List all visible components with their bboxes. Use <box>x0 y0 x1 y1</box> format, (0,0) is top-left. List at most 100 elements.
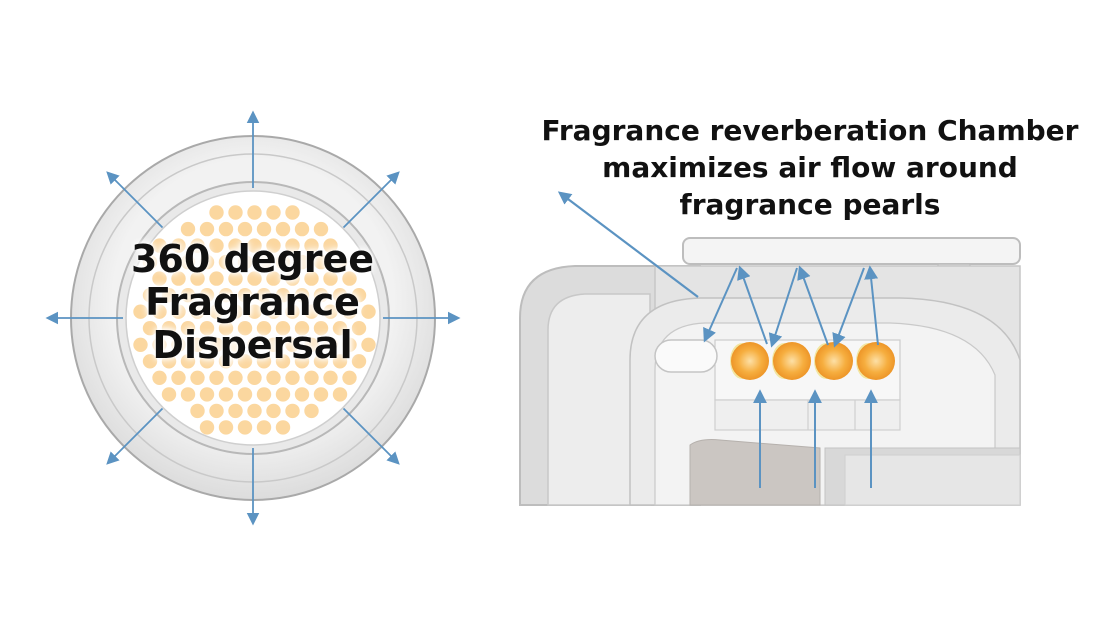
pearl-dot <box>294 354 310 369</box>
pearl-dot <box>209 205 224 220</box>
pearl-dot <box>323 238 338 253</box>
pearl-dot <box>161 354 177 369</box>
pearl-dot <box>218 387 234 402</box>
pearl-dot <box>275 321 291 336</box>
pearl-dot <box>323 271 338 286</box>
pearl-dot <box>304 370 319 385</box>
pearl-dot <box>285 370 300 385</box>
pearl-dot <box>171 337 186 352</box>
pearl-dot <box>247 304 262 319</box>
pearl-dot <box>133 337 148 352</box>
base-block <box>689 439 821 506</box>
pearl-dot <box>171 304 186 319</box>
pearl-dot <box>237 387 253 402</box>
pearl-dot <box>342 271 357 286</box>
pearl-dot <box>275 288 291 303</box>
pearl-dot <box>247 271 262 286</box>
pearl-dot <box>161 288 177 303</box>
pearl-dot <box>237 321 253 336</box>
pearl-dot <box>199 254 215 270</box>
pearl-dot <box>152 304 167 319</box>
pearl-dot <box>237 288 253 303</box>
pearl-dot <box>332 387 348 402</box>
pearl-dot <box>180 254 196 270</box>
chamber-caption-line-3: fragrance pearls <box>679 188 941 221</box>
pearl-dot <box>323 304 338 319</box>
pearl-dot <box>256 321 272 336</box>
pearl-dot <box>247 337 262 352</box>
pearl-dot <box>351 321 367 336</box>
fragrance-pearl <box>857 342 895 380</box>
pearl-dot <box>332 254 348 270</box>
pearl-dot <box>304 304 319 319</box>
pearl-dot <box>266 403 281 419</box>
airflow-arrows <box>557 191 879 488</box>
radial-arrow-down-right <box>342 407 400 465</box>
pearl-dot <box>218 288 234 303</box>
radial-arrow-up-right <box>342 171 400 229</box>
pearl-dot <box>294 387 310 402</box>
pearl-dot <box>304 337 319 352</box>
pearl-dot <box>190 370 205 385</box>
pearl-dot <box>180 387 196 402</box>
pearl-dot <box>209 271 224 286</box>
pearl-dot <box>180 354 196 369</box>
pearl-dot <box>190 337 205 352</box>
pearl-dot <box>342 337 357 352</box>
pearl-dot <box>275 221 291 237</box>
reverb-arrow-1 <box>703 267 738 343</box>
pearl-dot <box>171 271 186 286</box>
pearl-dot <box>313 321 329 336</box>
pearl-dot <box>209 337 224 352</box>
pearl-dot <box>266 271 281 286</box>
pearl-dot <box>294 254 310 270</box>
pearl-dot <box>323 370 338 385</box>
pearl-dot <box>285 337 300 352</box>
pearl-dot <box>142 321 158 336</box>
pearl-dot <box>218 420 234 435</box>
radial-dispersal-arrows <box>45 110 461 526</box>
pearl-dot <box>190 271 205 286</box>
pearl-dot <box>199 221 215 237</box>
radial-arrow-up-left <box>106 171 164 229</box>
pearl-dot <box>199 321 215 336</box>
pearl-dot <box>228 238 243 253</box>
reverb-arrow-2 <box>737 265 768 345</box>
pearl-dot <box>266 370 281 385</box>
pearl-dot <box>161 387 177 402</box>
pearl-dot <box>332 354 348 369</box>
housing-inner-wall <box>547 293 651 506</box>
reverb-arrow-6 <box>864 265 879 346</box>
base-plate-slot <box>844 454 1021 506</box>
pearl-dot <box>266 304 281 319</box>
chamber-caption: Fragrance reverberation Chamber maximize… <box>540 112 1080 223</box>
pearl-dot <box>228 205 243 220</box>
pearl-dot <box>313 254 329 270</box>
pearl-dot <box>218 254 234 270</box>
pearl-dot <box>161 321 177 336</box>
pearl-dot <box>171 238 186 253</box>
pearl-dot <box>304 238 319 253</box>
pearl-dot <box>332 288 348 303</box>
pearl-dot <box>190 238 205 253</box>
pearl-dot <box>142 354 158 369</box>
pearl-dot <box>209 304 224 319</box>
pearl-dot <box>180 288 196 303</box>
pearl-dot <box>209 403 224 419</box>
pearl-dot <box>199 387 215 402</box>
fragrance-pearl <box>815 342 853 380</box>
pearl-dot <box>180 221 196 237</box>
pearl-dot <box>294 221 310 237</box>
pearl-dot <box>152 370 167 385</box>
pearl-dot <box>142 288 158 303</box>
pearl-dot <box>237 221 253 237</box>
pearl-dot <box>285 304 300 319</box>
pearl-dot <box>228 403 243 419</box>
fragrance-pearls <box>730 342 895 380</box>
pearl-dot <box>323 337 338 352</box>
pearl-dot <box>209 238 224 253</box>
fragrance-pearl-dots <box>133 205 376 435</box>
pearl-dot <box>209 370 224 385</box>
pearl-dot <box>342 304 357 319</box>
